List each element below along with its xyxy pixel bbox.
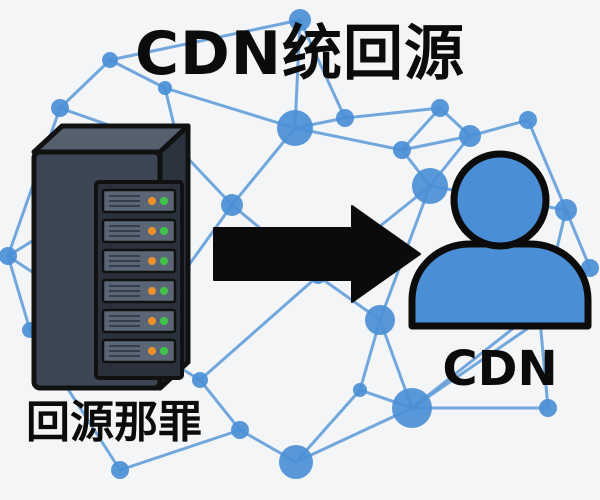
server-led [160,257,168,265]
network-node [51,99,69,117]
server-led [160,197,168,205]
network-node [289,9,311,31]
network-node [277,110,313,146]
right-arrow-icon [213,205,421,303]
network-node [539,399,557,417]
network-link [400,106,442,152]
server-led [160,347,168,355]
server-rack-icon [31,123,191,391]
network-node [279,445,313,479]
network-link [198,378,242,432]
network-node [221,194,243,216]
network-node [336,109,354,127]
network-node [555,199,577,221]
server-led [160,287,168,295]
network-node [158,81,172,95]
network-node [192,372,208,388]
network-node [412,168,448,204]
network-link [118,428,242,472]
network-node [519,111,537,129]
network-link [538,318,550,410]
origin-server-label: 回源那罪 [26,397,202,448]
network-node [459,125,481,147]
network-link [293,126,404,152]
network-link [410,318,542,410]
server-led [148,227,156,235]
network-node [102,52,118,68]
network-node [393,141,411,159]
network-link [293,18,302,130]
network-node [365,305,395,335]
network-link [108,58,167,90]
user-icon [408,150,592,330]
server-led [160,227,168,235]
server-led [148,257,156,265]
network-link [526,118,568,212]
network-link [294,406,414,464]
network-link [343,106,442,120]
network-node [581,259,599,277]
server-led [148,317,156,325]
server-led [148,287,156,295]
network-link [400,134,472,152]
server-led [148,197,156,205]
server-led [148,347,156,355]
page-title: CDN统回源 [134,19,466,89]
network-node [392,388,432,428]
network-link [198,274,320,382]
network-node [0,247,17,265]
network-node [231,421,249,439]
network-link [108,18,302,62]
network-link [6,254,32,332]
network-link [298,18,347,120]
network-node [431,99,449,117]
network-link [163,86,297,130]
server-led [160,317,168,325]
network-link [58,58,112,110]
network-node [111,461,129,479]
network-node [353,383,367,397]
cdn-label: CDN [442,341,558,397]
